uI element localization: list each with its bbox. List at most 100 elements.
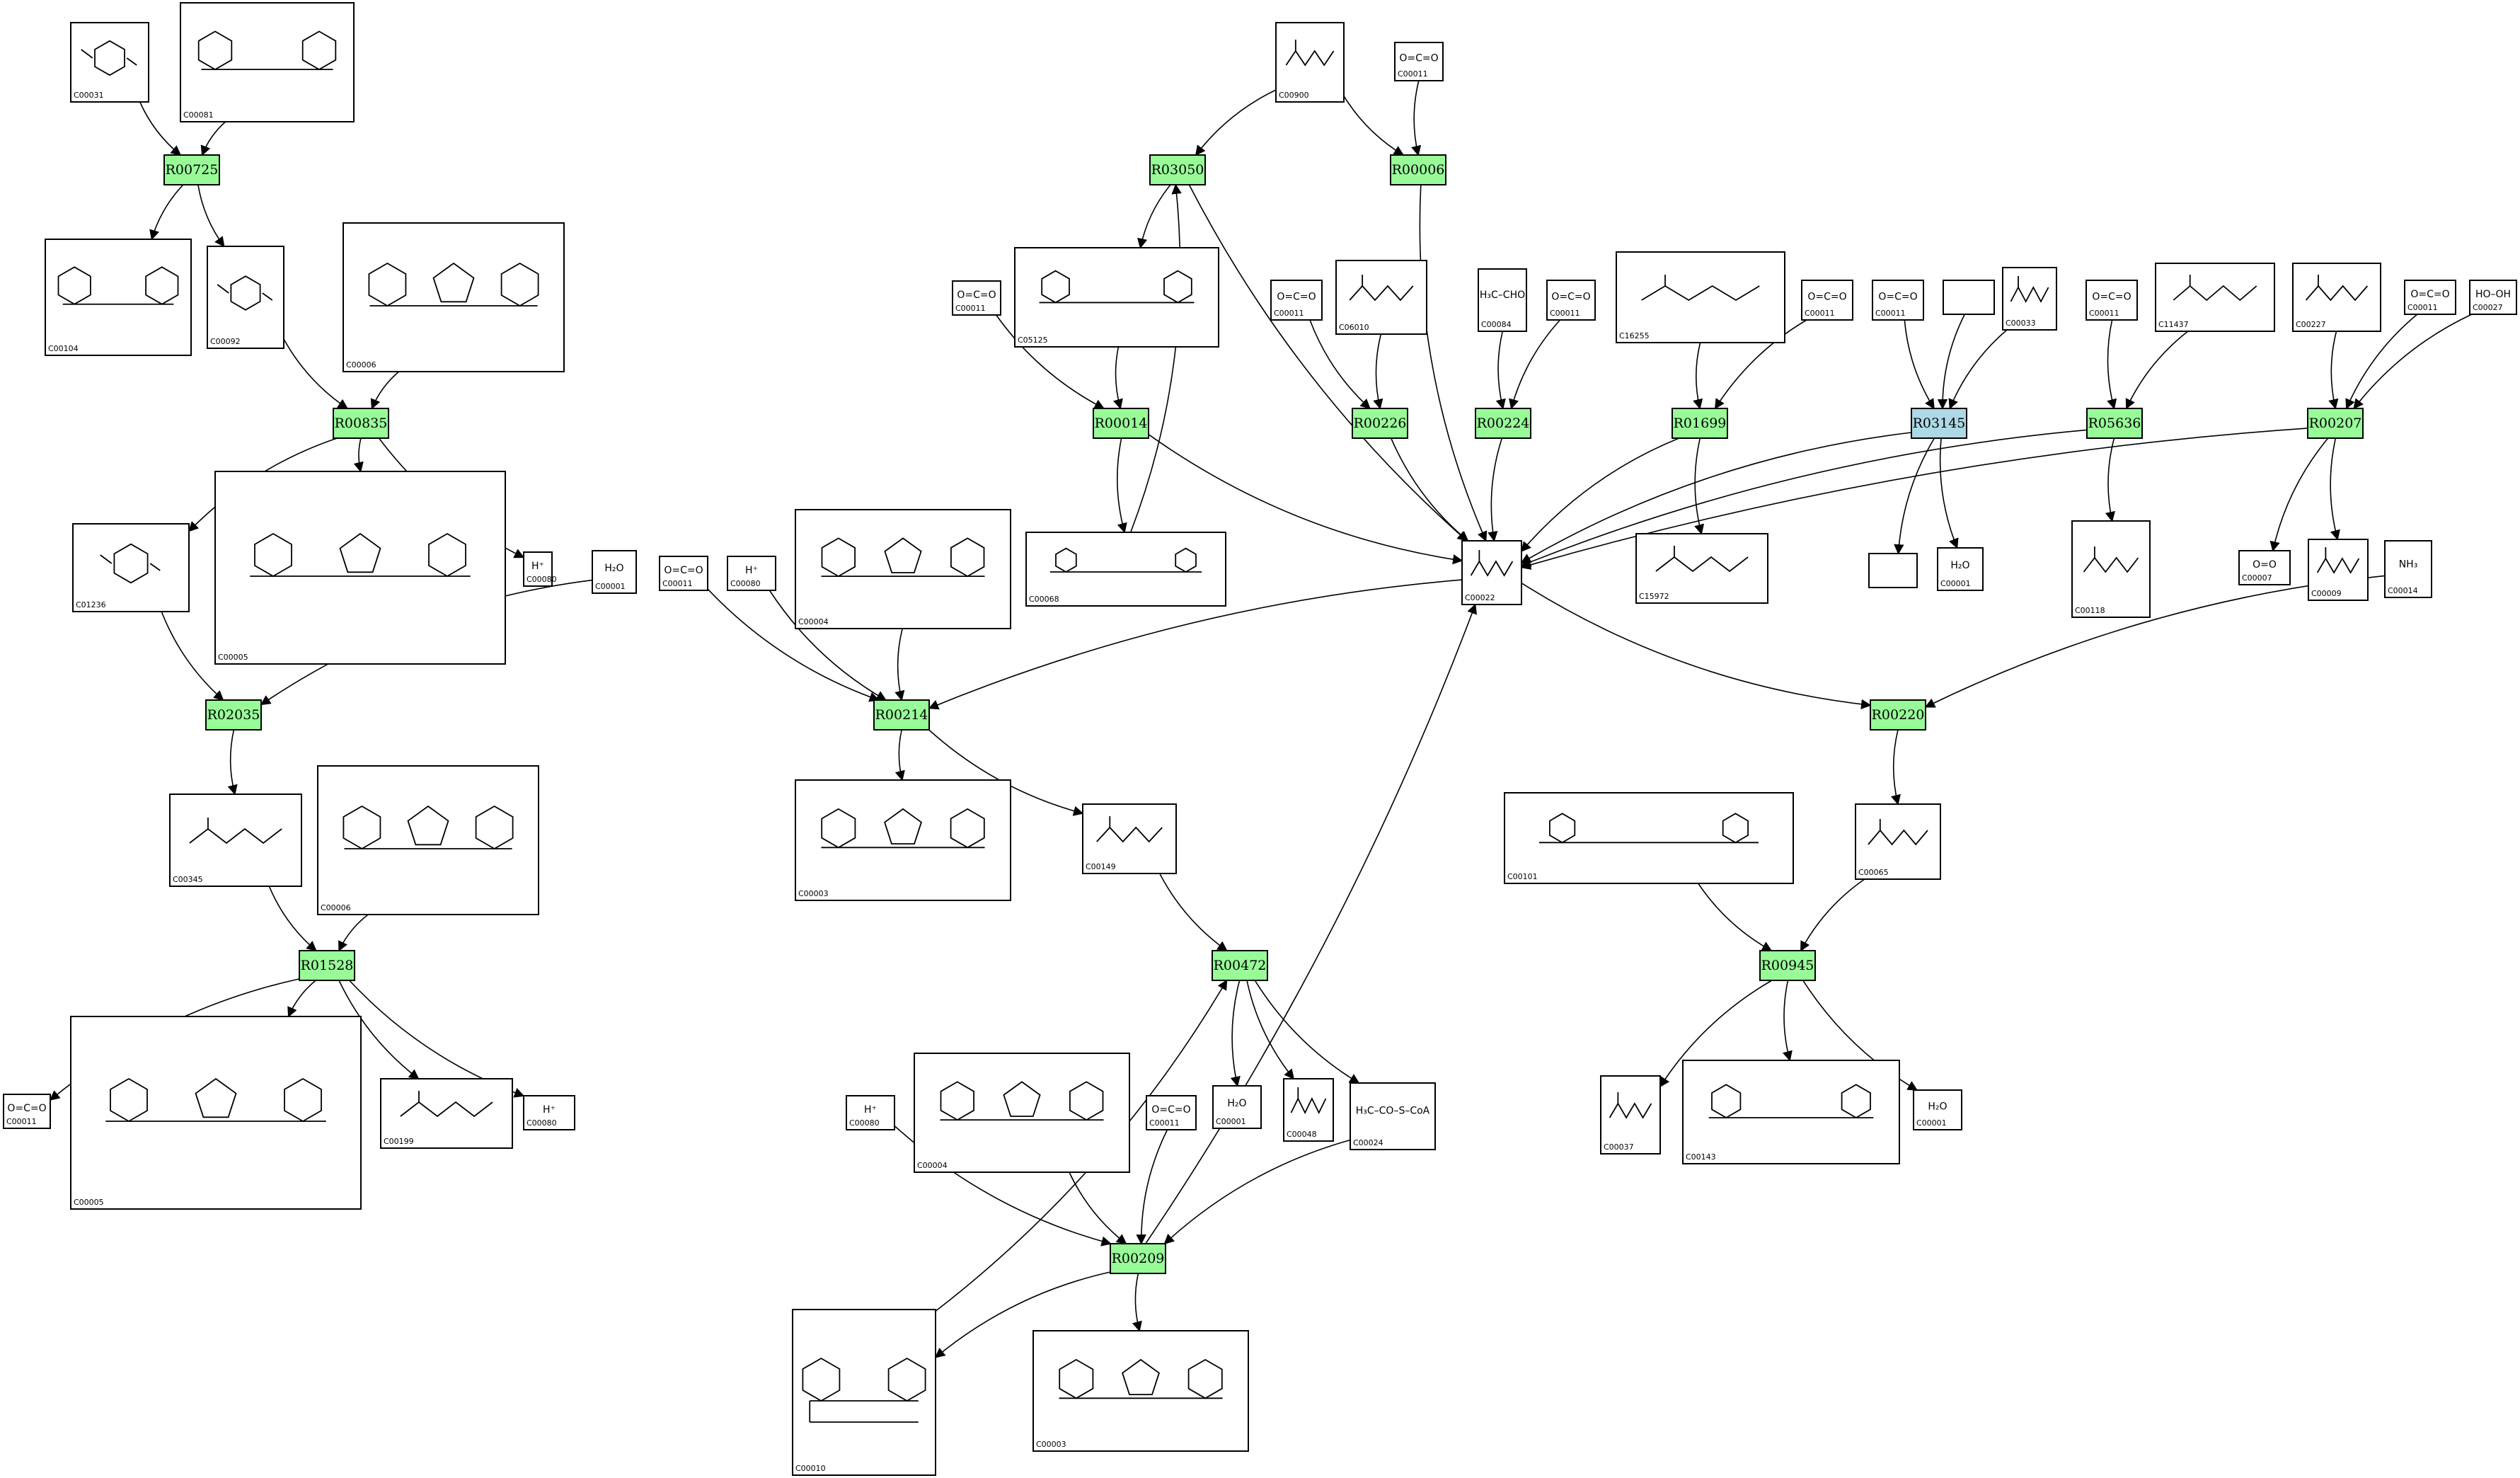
compound-node[interactable]: C00143 (1682, 1060, 1900, 1164)
compound-node[interactable]: C01236 (72, 523, 190, 612)
pathway-edge (1509, 319, 1561, 410)
pathway-edge (149, 184, 184, 241)
compound-node[interactable]: C00101 (1504, 792, 1794, 884)
compound-id: C06010 (1339, 323, 1369, 332)
compound-node[interactable]: C00104 (45, 239, 192, 356)
compound-node[interactable]: H⁺C00080 (846, 1095, 895, 1130)
pathway-edge (1520, 429, 2088, 567)
compound-node[interactable]: C00004 (914, 1053, 1130, 1173)
reaction-node[interactable]: R00207 (2307, 408, 2364, 439)
compound-node[interactable]: H⁺C00080 (523, 1095, 575, 1130)
compound-box (1146, 1095, 1197, 1130)
pathway-edge (707, 588, 880, 702)
compound-node[interactable]: C00022 (1461, 540, 1522, 605)
compound-node[interactable]: C00068 (1025, 532, 1226, 607)
compound-node[interactable]: C00006 (343, 222, 565, 372)
compound-node[interactable]: C00065 (1855, 803, 1941, 880)
compound-node[interactable]: C00005 (70, 1016, 362, 1210)
compound-node[interactable]: H⁺C00080 (523, 551, 557, 587)
pathway-edge (353, 437, 364, 473)
compound-node[interactable]: C00006 (317, 765, 539, 915)
compound-box (1212, 1085, 1262, 1129)
compound-node[interactable]: C00009 (2308, 539, 2369, 601)
reaction-node[interactable]: R00835 (333, 408, 389, 439)
compound-box (380, 1078, 513, 1149)
reaction-node[interactable]: R00945 (1759, 950, 1816, 981)
reaction-node[interactable]: R00725 (163, 154, 220, 185)
compound-node[interactable]: C00005 (214, 471, 506, 665)
reaction-node[interactable]: R01699 (1672, 408, 1728, 439)
compound-id: C00011 (2407, 303, 2438, 312)
compound-id: C00004 (917, 1161, 948, 1170)
compound-node[interactable]: C11437 (2155, 263, 2275, 332)
compound-node[interactable]: C00037 (1600, 1075, 1661, 1155)
pathway-edge (1521, 437, 1680, 552)
reaction-node[interactable]: R05636 (2086, 408, 2143, 439)
compound-node[interactable]: C00092 (207, 246, 284, 349)
reaction-node[interactable]: R00006 (1390, 154, 1446, 185)
compound-node[interactable]: C00081 (180, 2, 355, 122)
compound-node[interactable]: C00031 (70, 22, 149, 103)
compound-node[interactable]: C06010 (1335, 260, 1427, 335)
reaction-node[interactable]: R00014 (1093, 408, 1149, 439)
reaction-node[interactable]: R00214 (873, 699, 930, 731)
compound-node[interactable]: C05125 (1014, 247, 1219, 348)
pathway-edge (2269, 437, 2329, 552)
compound-node[interactable]: C00003 (795, 779, 1011, 901)
pathway-edge (1904, 319, 1935, 410)
compound-node[interactable] (1868, 553, 1918, 588)
compound-node[interactable]: C00033 (2002, 267, 2057, 331)
reaction-node[interactable]: R00220 (1870, 699, 1926, 731)
compound-node[interactable]: C00118 (2071, 520, 2151, 618)
reaction-node[interactable]: R02035 (205, 699, 262, 731)
compound-node[interactable] (1943, 280, 1995, 315)
compound-node[interactable]: C00900 (1275, 22, 1345, 103)
compound-node[interactable]: C00003 (1032, 1330, 1249, 1452)
pathway-edge (1488, 437, 1503, 542)
compound-node[interactable]: C00199 (380, 1078, 513, 1149)
compound-node[interactable]: C16255 (1616, 251, 1785, 343)
reaction-node[interactable]: R00472 (1212, 950, 1268, 981)
pathway-edge (1136, 1129, 1168, 1245)
pathway-edge (1373, 333, 1383, 410)
compound-id: C00068 (1029, 595, 1059, 604)
compound-box (1394, 42, 1444, 81)
compound-node[interactable]: H⁺C00080 (727, 556, 776, 591)
compound-node[interactable]: C00010 (792, 1309, 936, 1476)
pathway-edge (197, 184, 225, 248)
compound-node[interactable]: C00149 (1082, 803, 1177, 874)
compound-node[interactable]: C00345 (169, 794, 302, 887)
compound-node[interactable]: C15972 (1635, 533, 1768, 604)
reaction-node[interactable]: R01528 (299, 950, 355, 981)
compound-node[interactable]: C00004 (795, 509, 1011, 629)
reaction-node[interactable]: R00209 (1110, 1243, 1166, 1274)
compound-formula: O=C=O (1277, 292, 1316, 303)
compound-node[interactable]: C00048 (1283, 1078, 1334, 1142)
reaction-node[interactable]: R00226 (1352, 408, 1408, 439)
compound-id: C00011 (1398, 69, 1428, 79)
reaction-node[interactable]: R00224 (1475, 408, 1531, 439)
reaction-node[interactable]: R03050 (1149, 154, 1206, 185)
compound-node[interactable]: C00227 (2292, 263, 2381, 332)
reaction-node[interactable]: R03145 (1911, 408, 1967, 439)
